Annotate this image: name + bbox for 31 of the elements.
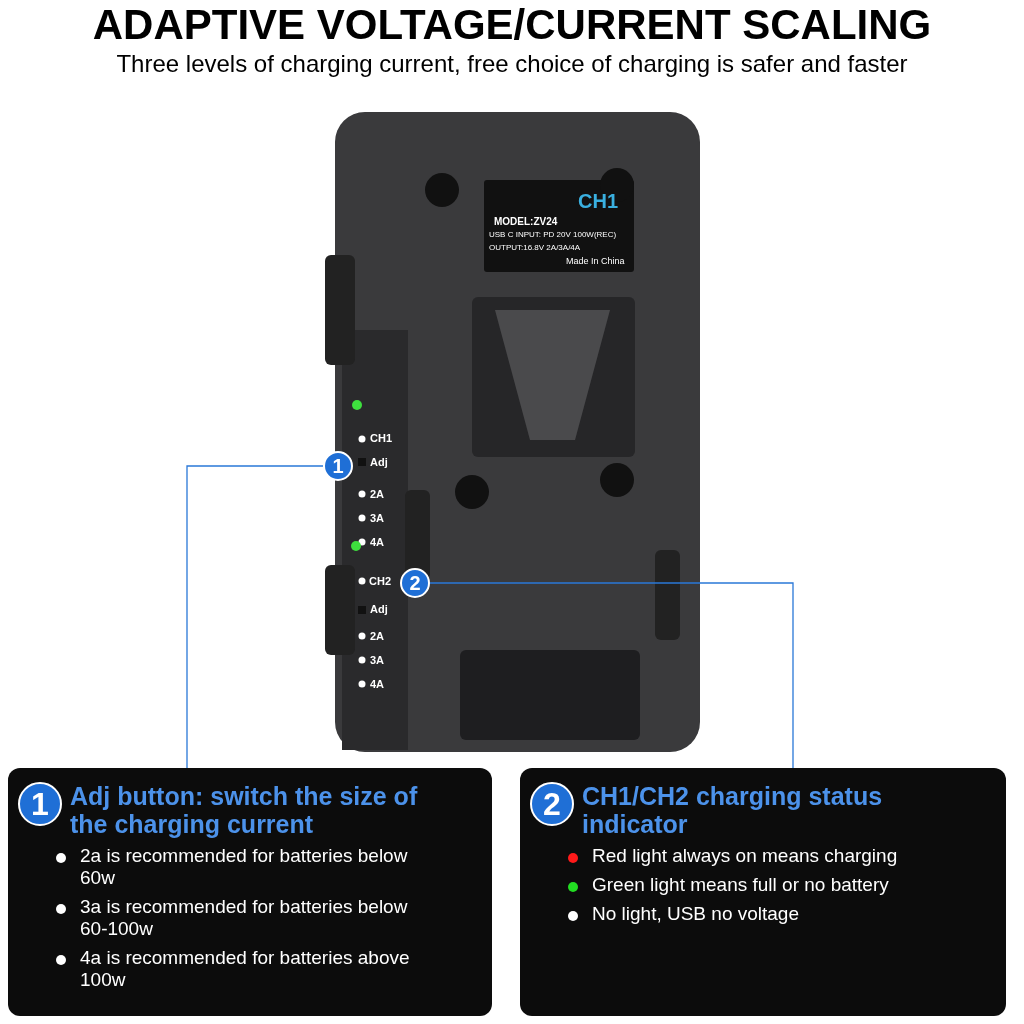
title: ADAPTIVE VOLTAGE/CURRENT SCALING xyxy=(91,2,933,48)
sticker-text: MODEL:ZV24 xyxy=(494,216,558,227)
info-panel xyxy=(520,768,1006,1016)
subtitle: Three levels of charging current, free choice of charging is safer and faster xyxy=(115,50,909,78)
bullet-text: Red light always on means charging xyxy=(592,845,898,867)
sticker-text: OUTPUT:16.8V 2A/3A/4A xyxy=(489,243,581,252)
panel-text: Adj xyxy=(370,456,388,468)
bullet-text: 4a is recommended for batteries above 100w xyxy=(80,947,411,991)
bullet-text: 3a is recommended for batteries below 60-100w xyxy=(80,896,409,940)
panel-text: Adj xyxy=(370,603,388,615)
sticker-text: CH1 xyxy=(578,190,618,213)
panel-heading: CH1/CH2 charging status indicator xyxy=(582,782,884,838)
panel-text: 2A xyxy=(370,488,385,500)
info-panel xyxy=(8,768,492,1016)
panel-text: 3A xyxy=(370,512,385,524)
leader-line xyxy=(186,465,324,769)
bullet-text: Green light means full or no battery xyxy=(592,874,889,896)
panel-text: 3A xyxy=(370,654,385,666)
panel-text: CH1 xyxy=(370,432,392,444)
sticker-text: Made In China xyxy=(566,256,625,266)
panel-text: 4A xyxy=(370,536,385,548)
panel-heading: Adj button: switch the size of the charging current xyxy=(70,782,419,838)
panel-text: 2A xyxy=(370,630,385,642)
sticker-text: USB C INPUT: PD 20V 100W(REC) xyxy=(489,230,617,239)
callout-number: 1 xyxy=(323,451,353,481)
panel-text: 4A xyxy=(370,678,385,690)
bullet-text: No light, USB no voltage xyxy=(592,903,799,925)
bullet-text: 2a is recommended for batteries below 60w xyxy=(80,845,409,889)
leader-line xyxy=(429,582,794,769)
number-badge: 1 xyxy=(18,782,62,826)
number-badge: 2 xyxy=(530,782,574,826)
